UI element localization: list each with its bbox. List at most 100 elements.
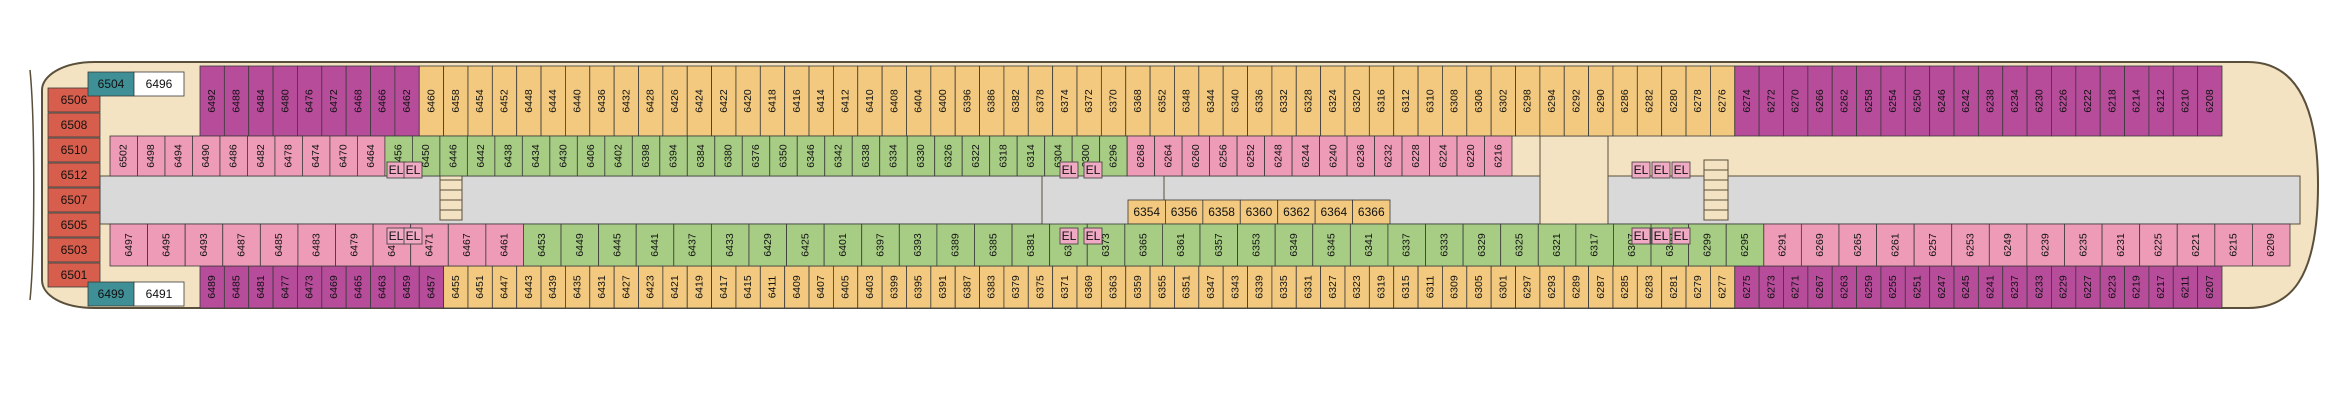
cabin-box [47, 237, 101, 263]
bottom-inner-cabin: 6353 [1237, 223, 1276, 267]
cabin-box [714, 135, 743, 177]
bottom-outer-cabin: 6375 [1027, 265, 1054, 309]
cabin-number: 6483 [311, 233, 323, 257]
bottom-outer-cabin: 6311 [1417, 265, 1443, 309]
cabin-number: 6386 [986, 89, 998, 113]
top-inner-cabin: 6330 [906, 135, 936, 177]
top-outer-cabin: 6492 [199, 65, 225, 137]
cabin-number: 6311 [1424, 276, 1436, 299]
cabin-number: 6382 [1010, 89, 1022, 113]
cabin-number: 6358 [1208, 205, 1235, 219]
top-outer-cabin: 6476 [297, 65, 323, 137]
cabin-box [759, 265, 786, 309]
bottom-outer-cabin: 6323 [1344, 265, 1370, 309]
cabin-box [659, 135, 688, 177]
top-outer-cabin: 6440 [565, 65, 591, 137]
cabin-number: 6464 [365, 144, 377, 168]
cabin-number: 6399 [888, 275, 900, 299]
cabin-number: 6236 [1355, 144, 1367, 168]
mid-cabin: 6366 [1352, 199, 1391, 225]
corner-cabin: 6496 [133, 71, 185, 97]
cabin-number: 6406 [585, 144, 597, 168]
cabin-box [1515, 265, 1541, 309]
cabin-number: 6372 [1083, 89, 1095, 113]
bottom-outer-cabin: 6431 [589, 265, 615, 309]
cabin-number: 6364 [1321, 205, 1348, 219]
cabin-box [1083, 227, 1103, 245]
bottom-inner-cabin: 6341 [1349, 223, 1389, 267]
bottom-outer-cabin: 6293 [1539, 265, 1565, 309]
top-outer-cabin: 6310 [1417, 65, 1443, 137]
top-outer-cabin: 6378 [1027, 65, 1054, 137]
cabin-number: 6410 [864, 89, 876, 113]
bottom-inner-cabin: 6215 [2214, 223, 2253, 267]
cabin-number: 6446 [448, 144, 460, 168]
cabin-number: 6374 [1059, 89, 1071, 113]
cabin-box [936, 223, 975, 267]
cabin-number: 6260 [1190, 144, 1202, 168]
cabin-box [1636, 265, 1663, 309]
aft-suite-cabin: 6507 [47, 187, 101, 213]
cabin-box [2139, 223, 2178, 267]
cabin-box [418, 65, 445, 137]
bottom-inner-cabin: 6329 [1462, 223, 1502, 267]
cabin-box [974, 223, 1013, 267]
cabin-number: 6210 [2179, 89, 2191, 113]
top-outer-cabin: 6458 [443, 65, 469, 137]
bottom-outer-cabin: 6371 [1052, 265, 1078, 309]
bottom-outer-cabin: 6427 [613, 265, 639, 309]
cabin-number: 6292 [1570, 89, 1582, 113]
bottom-outer-cabin: 6245 [1953, 265, 1979, 309]
cabin-box [1807, 65, 1833, 137]
cabin-number: 6422 [718, 89, 730, 113]
top-outer-cabin: 6428 [638, 65, 664, 137]
top-outer-cabin: 6462 [394, 65, 420, 137]
cabin-number: 6348 [1181, 89, 1193, 113]
cabin-number: 6301 [1497, 275, 1509, 299]
cabin-number: 6402 [613, 144, 625, 168]
cabin-box [906, 265, 932, 309]
cabin-number: 6259 [1863, 275, 1875, 299]
cabin-box [1671, 161, 1691, 179]
elevator: EL [386, 161, 406, 179]
cabin-number: EL [1634, 229, 1649, 243]
cabin-box [248, 265, 274, 309]
cabin-box [710, 223, 750, 267]
cabin-box [2064, 223, 2103, 267]
cabin-box [796, 135, 826, 177]
cabin-box [1612, 65, 1638, 137]
bottom-outer-cabin: 6419 [686, 265, 712, 309]
cabin-number: 6310 [1424, 89, 1436, 113]
cabin-number: 6442 [475, 144, 487, 168]
cabin-box [133, 281, 185, 307]
cabin-number: 6501 [61, 268, 88, 282]
bottom-outer-cabin: 6285 [1612, 265, 1638, 309]
cabin-number: 6423 [645, 275, 657, 299]
top-outer-cabin: 6218 [2099, 65, 2125, 137]
cabin-number: 6320 [1351, 89, 1363, 113]
cabin-box [2197, 265, 2223, 309]
cabin-number: 6443 [523, 275, 535, 299]
top-inner-cabin: 6474 [302, 135, 331, 177]
top-outer-cabin: 6412 [832, 65, 859, 137]
top-outer-cabin: 6332 [1271, 65, 1297, 137]
cabin-number: 6253 [1965, 233, 1977, 257]
elevator: EL [1083, 227, 1103, 245]
cabin-number: 6239 [2040, 233, 2052, 257]
cabin-number: 6249 [2002, 233, 2014, 257]
cabin-box [979, 265, 1005, 309]
cabin-number: 6381 [1025, 233, 1037, 257]
cabin-box [1490, 265, 1516, 309]
cabin-number: 6225 [2152, 233, 2164, 257]
cabin-number: 6341 [1363, 233, 1375, 257]
top-inner-cabin: 6450 [411, 135, 441, 177]
cabin-box [2002, 65, 2028, 137]
cabin-number: 6503 [61, 243, 88, 257]
bottom-inner-cabin: 6221 [2176, 223, 2216, 267]
cabin-box [1295, 265, 1322, 309]
cabin-box [1346, 135, 1375, 177]
cabin-number: 6499 [98, 287, 125, 301]
bottom-inner-cabin: 6209 [2252, 223, 2291, 267]
cabin-number: 6235 [2077, 233, 2089, 257]
cabin-box [2252, 223, 2291, 267]
